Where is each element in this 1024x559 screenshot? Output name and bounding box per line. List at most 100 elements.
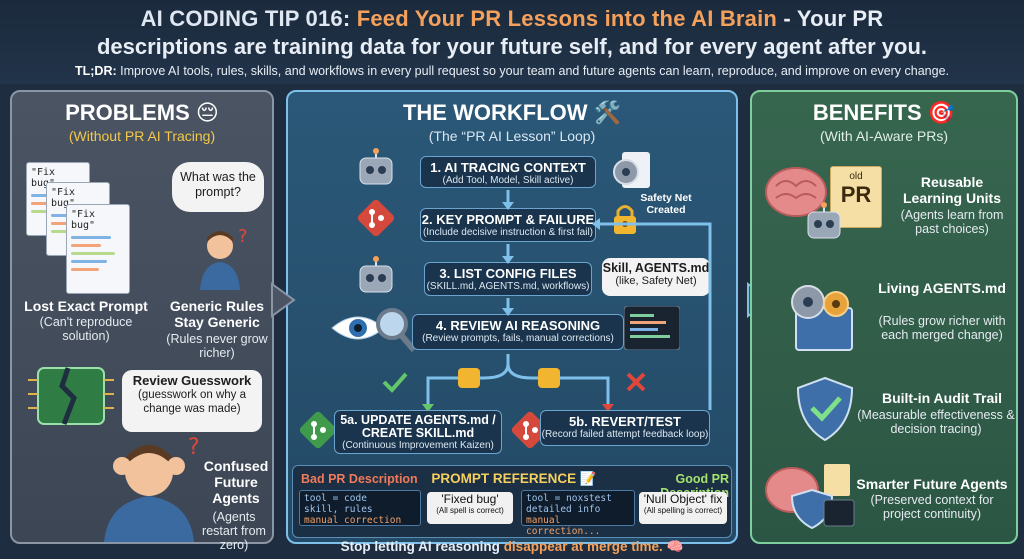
shield-check-icon	[796, 376, 854, 442]
pr-doc-top: old	[849, 171, 863, 182]
pr-doc-main: PR	[840, 182, 872, 207]
problem-lost-prompt-desc: (Can't reproduce solution)	[39, 315, 133, 343]
tldr: TL;DR: Improve AI tools, rules, skills, …	[0, 64, 1024, 78]
review-guesswork-box: Review Guesswork (guesswork on why a cha…	[122, 370, 262, 432]
benefits-title: BENEFITS 🎯	[812, 100, 956, 125]
bad-chip-title: 'Fixed bug'	[441, 492, 499, 506]
config-note-sub: (like, Safety Net)	[615, 275, 697, 287]
step-1-desc: (Add Tool, Model, Skill active)	[442, 175, 574, 186]
page-subtitle: descriptions are training data for your …	[96, 34, 928, 59]
problems-panel: PROBLEMS 😔 (Without PR AI Tracing) "Fix …	[10, 90, 274, 552]
problem-confused-agents-desc: (Agents restart from zero)	[202, 510, 266, 552]
git-branch-icon-red	[511, 411, 549, 449]
benefit-reusable-desc: (Agents learn from past choices)	[900, 208, 1004, 236]
svg-text:?: ?	[188, 435, 200, 460]
problem-review-guesswork-title: Review Guesswork	[132, 373, 252, 388]
prompt-reference-label: PROMPT REFERENCE 📝	[431, 471, 597, 486]
chevron-right-icon	[271, 282, 296, 318]
problem-review-guesswork-desc: (guesswork on why a change was made)	[137, 389, 247, 415]
code-line: manual correction...	[526, 515, 601, 537]
tldr-text: Improve AI tools, rules, skills, and wor…	[116, 64, 950, 78]
step-4-desc: (Review prompts, fails, manual correctio…	[422, 333, 614, 344]
step-5a-update-agents: 5a. UPDATE AGENTS.md / CREATE SKILL.md (…	[334, 410, 502, 454]
bad-pr-label: Bad PR Description	[301, 472, 418, 486]
prompt-reference-bar: Bad PR Description PROMPT REFERENCE 📝 Go…	[292, 465, 732, 538]
doc-label: "Fix bug"	[31, 167, 56, 189]
benefits-subtitle: (With AI-Aware PRs)	[819, 128, 949, 144]
code-line: skill, rules	[304, 504, 373, 515]
footer-lead: Stop letting AI reasoning	[340, 539, 504, 554]
step-4-title: 4. REVIEW AI REASONING	[435, 318, 601, 333]
bad-chip-sub: (All spell is correct)	[436, 506, 504, 515]
code-line: tool = noxstest	[526, 493, 612, 504]
step-4-review-ai-reasoning: 4. REVIEW AI REASONING (Review prompts, …	[412, 314, 624, 350]
doc-label: "Fix bug"	[51, 187, 76, 209]
benefit-smarter-agents-desc: (Preserved context for project continuit…	[870, 493, 994, 521]
git-branch-icon	[357, 199, 395, 237]
confused-person-icon: ?	[200, 226, 248, 290]
page-title: AI CODING TIP 016: Feed Your PR Lessons …	[0, 6, 1024, 32]
benefit-audit-trail-title: Built-in Audit Trail	[881, 390, 1003, 406]
title-accent: Feed Your PR Lessons into the AI Brain	[356, 6, 778, 31]
benefits-panel: BENEFITS 🎯 (With AI-Aware PRs) old PR Re…	[750, 90, 1018, 544]
title-tail: - Your PR	[777, 6, 884, 31]
footer-tagline: Stop letting AI reasoning disappear at m…	[0, 539, 1024, 555]
benefit-reusable-title: Reusable Learning Units	[902, 174, 1001, 206]
eye-magnifier-icon	[331, 308, 416, 352]
code-line: tool = code	[304, 493, 367, 504]
robot-icon	[359, 148, 393, 185]
code-line: manual correction	[304, 515, 402, 526]
gears-book-icon	[791, 285, 853, 351]
git-branch-icon-green	[299, 411, 337, 449]
benefit-living-agents-desc: (Rules grow richer with each merged chan…	[878, 314, 1006, 342]
fix-bug-doc-3: "Fix bug"	[66, 204, 130, 294]
benefit-audit-trail-desc: (Measurable effectiveness & decision tra…	[857, 408, 1015, 436]
step-1-title: 1. AI TRACING CONTEXT	[430, 160, 586, 175]
code-line: detailed info	[526, 504, 601, 515]
benefit-living-agents-title: Living AGENTS.md	[878, 280, 1006, 296]
bubble-text: What was the prompt?	[180, 170, 256, 199]
config-note-box: Skill, AGENTS.md (like, Safety Net)	[602, 258, 710, 296]
bad-pr-chip: 'Fixed bug' (All spell is correct)	[427, 492, 513, 524]
title-lead: AI CODING TIP 016:	[140, 6, 357, 31]
workflow-arrows	[382, 190, 712, 412]
problem-generic-rules-title: Generic Rules Stay Generic	[169, 298, 265, 330]
problems-subtitle: (Without PR AI Tracing)	[68, 128, 216, 144]
step-3-desc: (SKILL.md, AGENTS.md, workflows)	[426, 281, 590, 292]
step-5a-desc: (Continuous Improvement Kaizen)	[342, 440, 494, 451]
step-5a-title: 5a. UPDATE AGENTS.md / CREATE SKILL.md	[340, 413, 496, 440]
robot-icon	[807, 202, 841, 239]
prompt-thought-bubble: What was the prompt?	[172, 162, 264, 212]
benefit-smarter-agents-title: Smarter Future Agents	[856, 476, 1008, 492]
safety-net-label: Safety Net Created	[640, 192, 692, 216]
code-window-icon	[624, 306, 680, 350]
step-3-title: 3. LIST CONFIG FILES	[439, 266, 577, 281]
good-pr-chip: 'Null Object' fix (All spelling is corre…	[639, 492, 727, 524]
problem-lost-prompt-title: Lost Exact Prompt	[24, 298, 148, 314]
good-chip-title: 'Null Object' fix	[643, 492, 723, 506]
problem-confused-agents-title: Confused Future Agents	[203, 458, 269, 506]
doc-label: "Fix bug"	[71, 209, 96, 231]
problem-generic-rules-desc: (Rules never grow richer)	[166, 332, 268, 360]
workflow-title: THE WORKFLOW 🛠️	[402, 100, 622, 125]
footer-accent: disappear at merge time.	[503, 539, 663, 554]
config-note-title: Skill, AGENTS.md	[602, 261, 710, 275]
footer-tail: 🧠	[662, 539, 684, 554]
robot-icon	[359, 256, 393, 293]
step-5b-title: 5b. REVERT/TEST	[569, 414, 681, 429]
step-2-desc: (Include decisive instruction & first fa…	[422, 227, 594, 238]
bad-pr-code: tool = code skill, rules manual correcti…	[299, 490, 421, 526]
header: AI CODING TIP 016: Feed Your PR Lessons …	[0, 0, 1024, 84]
brain-shield-icon	[765, 464, 855, 530]
step-2-title: 2. KEY PROMPT & FAILURE	[421, 212, 595, 227]
step-1-ai-tracing-context: 1. AI TRACING CONTEXT (Add Tool, Model, …	[420, 156, 596, 188]
broken-chip-icon	[28, 367, 114, 425]
good-chip-sub: (All spelling is correct)	[643, 506, 723, 515]
brain-icon	[765, 167, 827, 217]
stressed-person-icon: ?	[104, 435, 200, 542]
problems-title: PROBLEMS 😔	[65, 100, 219, 125]
gear-doc-icon	[613, 152, 650, 188]
step-3-list-config-files: 3. LIST CONFIG FILES (SKILL.md, AGENTS.m…	[424, 262, 592, 296]
svg-text:?: ?	[238, 226, 248, 247]
step-5b-revert-test: 5b. REVERT/TEST (Record failed attempt f…	[540, 410, 710, 446]
